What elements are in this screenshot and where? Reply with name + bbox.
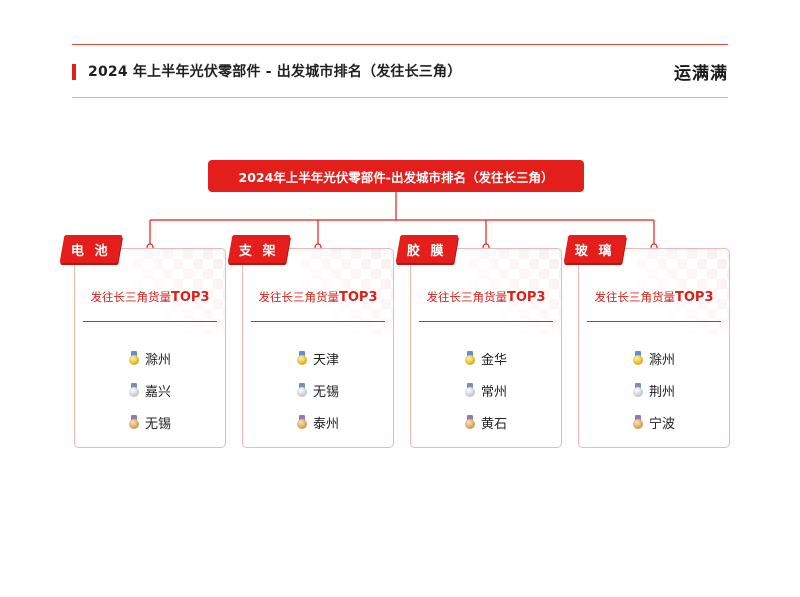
silver-medal-icon (632, 383, 643, 397)
rank-item-2: 无锡 (243, 374, 393, 406)
card-divider (587, 321, 721, 322)
city-name: 天津 (312, 352, 339, 368)
category-card-4: 发往长三角货量TOP3 滁州 荆州 宁波 (578, 248, 730, 448)
city-name: 常州 (480, 384, 507, 400)
city-name: 黄石 (480, 416, 507, 432)
card-pattern (469, 249, 561, 335)
card-subtitle: 发往长三角货量TOP3 (579, 289, 729, 305)
city-name: 无锡 (312, 384, 339, 400)
rank-item-3: 宁波 (579, 406, 729, 438)
rank-list: 金华 常州 黄石 (411, 342, 561, 438)
card-subtitle-top: TOP3 (675, 290, 714, 305)
city-name: 金华 (480, 352, 507, 368)
card-divider (251, 321, 385, 322)
card-subtitle-text: 发往长三角货量 (90, 290, 172, 304)
card-subtitle-top: TOP3 (171, 290, 210, 305)
rank-item-1: 滁州 (75, 342, 225, 374)
page-title: 2024 年上半年光伏零部件 - 出发城市排名（发往长三角） (88, 64, 462, 80)
silver-medal-icon (296, 383, 307, 397)
category-tag-3: 胶 膜 (395, 235, 459, 263)
card-pattern (301, 249, 393, 335)
bronze-medal-icon (464, 415, 475, 429)
brand-logo: 运满满 (674, 64, 728, 84)
city-name: 宁波 (648, 416, 675, 432)
city-name: 嘉兴 (144, 384, 171, 400)
city-name: 荆州 (648, 384, 675, 400)
header-accent-bar (72, 64, 76, 80)
rank-item-3: 泰州 (243, 406, 393, 438)
city-name: 无锡 (144, 416, 171, 432)
rank-item-1: 天津 (243, 342, 393, 374)
card-subtitle-top: TOP3 (339, 290, 378, 305)
card-subtitle: 发往长三角货量TOP3 (243, 289, 393, 305)
card-subtitle: 发往长三角货量TOP3 (75, 289, 225, 305)
category-tag-label: 胶 膜 (407, 243, 447, 259)
card-pattern (637, 249, 729, 335)
gold-medal-icon (632, 351, 643, 365)
category-tag-label: 玻 璃 (575, 243, 615, 259)
card-subtitle: 发往长三角货量TOP3 (411, 289, 561, 305)
card-subtitle-text: 发往长三角货量 (258, 290, 340, 304)
category-card-3: 发往长三角货量TOP3 金华 常州 黄石 (410, 248, 562, 448)
gold-medal-icon (464, 351, 475, 365)
category-tag-4: 玻 璃 (563, 235, 627, 263)
category-tag-2: 支 架 (227, 235, 291, 263)
rank-list: 滁州 嘉兴 无锡 (75, 342, 225, 438)
gold-medal-icon (128, 351, 139, 365)
silver-medal-icon (464, 383, 475, 397)
diagram-root-node: 2024年上半年光伏零部件-出发城市排名（发往长三角） (208, 160, 584, 192)
rank-item-1: 滁州 (579, 342, 729, 374)
category-tag-label: 支 架 (239, 243, 279, 259)
rank-item-3: 无锡 (75, 406, 225, 438)
rank-list: 滁州 荆州 宁波 (579, 342, 729, 438)
card-divider (419, 321, 553, 322)
header-top-rule (72, 44, 728, 45)
card-subtitle-top: TOP3 (507, 290, 546, 305)
city-name: 泰州 (312, 416, 339, 432)
card-subtitle-text: 发往长三角货量 (426, 290, 508, 304)
card-divider (83, 321, 217, 322)
bronze-medal-icon (128, 415, 139, 429)
category-card-2: 发往长三角货量TOP3 天津 无锡 泰州 (242, 248, 394, 448)
header-bottom-rule (72, 97, 728, 98)
silver-medal-icon (128, 383, 139, 397)
rank-item-2: 嘉兴 (75, 374, 225, 406)
bronze-medal-icon (632, 415, 643, 429)
category-tag-label: 电 池 (71, 243, 111, 259)
rank-item-3: 黄石 (411, 406, 561, 438)
rank-item-2: 常州 (411, 374, 561, 406)
card-pattern (133, 249, 225, 335)
city-name: 滁州 (648, 352, 675, 368)
category-card-1: 发往长三角货量TOP3 滁州 嘉兴 无锡 (74, 248, 226, 448)
category-tag-1: 电 池 (59, 235, 123, 263)
bronze-medal-icon (296, 415, 307, 429)
city-name: 滁州 (144, 352, 171, 368)
rank-list: 天津 无锡 泰州 (243, 342, 393, 438)
rank-item-1: 金华 (411, 342, 561, 374)
gold-medal-icon (296, 351, 307, 365)
rank-item-2: 荆州 (579, 374, 729, 406)
card-subtitle-text: 发往长三角货量 (594, 290, 676, 304)
